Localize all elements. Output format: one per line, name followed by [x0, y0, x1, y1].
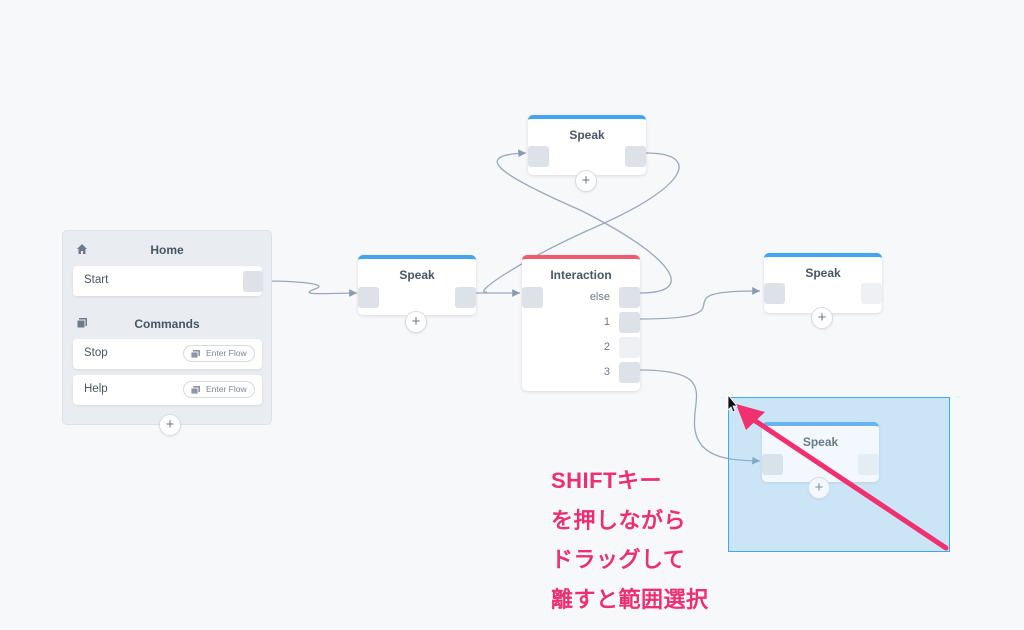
node-title: Speak [569, 128, 605, 142]
start-label: Start [84, 274, 109, 286]
enter-flow-label: Enter Flow [206, 384, 247, 394]
node-output-port[interactable] [625, 146, 646, 167]
interaction-node[interactable]: Interaction else 1 2 3 [522, 255, 640, 391]
add-step-button[interactable]: + [405, 311, 427, 333]
node-title: Speak [399, 268, 435, 282]
annotation-line-1: SHIFTキー [551, 468, 663, 493]
speak-node[interactable]: Speak + [764, 253, 882, 329]
edge-speak-top-loop [483, 152, 680, 293]
speak-node[interactable]: Speak + [358, 255, 476, 333]
node-title: Speak [802, 435, 839, 449]
flow-icon [191, 350, 200, 358]
choice-label: else [589, 291, 610, 303]
commands-icon [76, 318, 87, 329]
node-input-port[interactable] [528, 146, 549, 167]
command-row-help[interactable]: Help Enter Flow [73, 375, 262, 405]
add-step-button[interactable]: + [575, 170, 597, 192]
flow-icon [191, 386, 200, 394]
add-command-button[interactable]: + [159, 414, 181, 436]
annotation-line-3: ドラッグして [551, 547, 686, 572]
command-row-stop[interactable]: Stop Enter Flow [73, 339, 262, 369]
node-input-port[interactable] [358, 287, 379, 308]
node-output-port[interactable] [455, 287, 476, 308]
command-label: Stop [84, 347, 108, 359]
edge-choice3-to-speak-selected [639, 369, 761, 465]
start-row[interactable]: Start [73, 266, 263, 296]
choice-output-port[interactable] [619, 362, 640, 383]
node-output-port[interactable] [858, 454, 879, 475]
speak-node-selected[interactable]: Speak + [762, 422, 879, 499]
choice-output-port[interactable] [619, 312, 640, 333]
start-output-port[interactable] [243, 271, 263, 292]
home-block[interactable]: Home Start Commands Stop Enter Flow Help… [62, 230, 272, 436]
node-title: Interaction [550, 268, 612, 282]
add-step-button[interactable]: + [811, 307, 833, 329]
enter-flow-button[interactable]: Enter Flow [183, 381, 255, 398]
annotation-line-4: 離すと範囲選択 [551, 587, 709, 612]
node-input-port[interactable] [764, 283, 785, 304]
command-label: Help [84, 383, 108, 395]
node-input-port[interactable] [522, 287, 543, 308]
choice-label: 2 [603, 341, 610, 353]
commands-section-header: Commands [63, 312, 271, 336]
enter-flow-label: Enter Flow [206, 348, 247, 358]
choice-output-port[interactable] [619, 287, 640, 308]
node-input-port[interactable] [762, 454, 783, 475]
annotation-line-2: を押しながら [551, 508, 687, 533]
home-icon [77, 244, 87, 254]
choice-label: 1 [603, 316, 610, 328]
speak-node[interactable]: Speak + [528, 115, 646, 192]
mouse-cursor-icon [727, 393, 738, 413]
commands-title: Commands [134, 317, 200, 331]
home-section-header: Home [63, 238, 271, 262]
enter-flow-button[interactable]: Enter Flow [183, 345, 255, 362]
choice-output-port[interactable] [619, 337, 640, 358]
home-title: Home [150, 243, 184, 257]
node-output-port[interactable] [861, 283, 882, 304]
choice-label: 3 [603, 366, 610, 378]
edge-start-to-speak [261, 280, 358, 297]
edge-choice1-to-speak-right [639, 287, 761, 320]
node-title: Speak [805, 266, 841, 280]
add-step-button[interactable]: + [808, 477, 830, 499]
edge-interaction-else-to-speak-top [496, 149, 672, 294]
